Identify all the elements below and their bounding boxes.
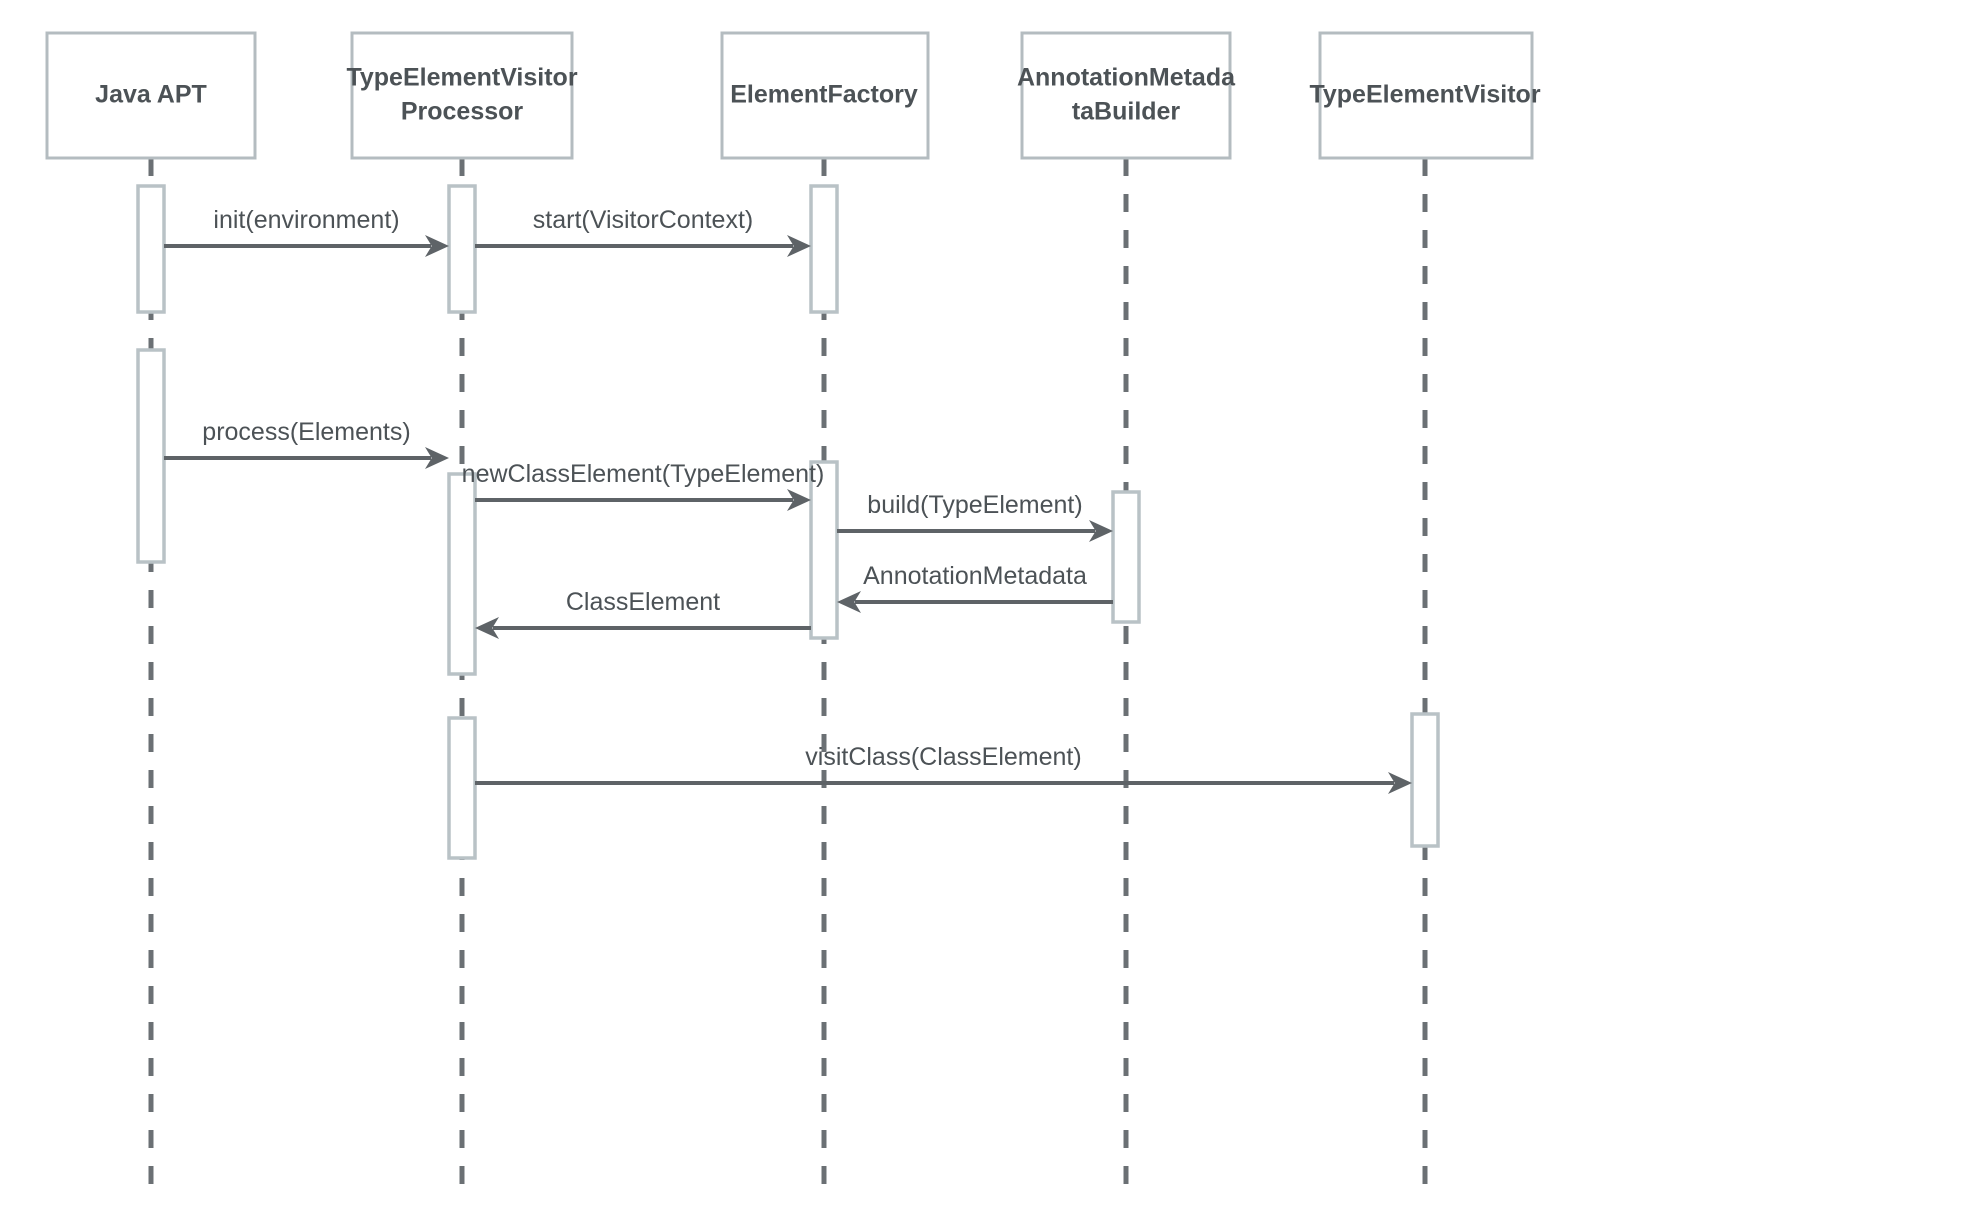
message-arrowhead-new-class-element [787, 489, 811, 511]
participant-box-metadata-builder [1020, 31, 1232, 160]
message-arrowhead-build [1089, 520, 1113, 542]
participant-java-apt[interactable]: Java APT [45, 31, 257, 160]
lifelines-layer [148, 158, 1428, 1200]
message-init: init(environment) [164, 206, 449, 257]
message-arrowhead-visit-class [1388, 772, 1412, 794]
activation-bar-processor-7 [447, 716, 477, 860]
activation-bar-metadata-builder-6 [1111, 490, 1141, 624]
messages-layer: init(environment) start(VisitorContext) pr… [164, 206, 1412, 794]
message-label-process: process(Elements) [202, 418, 410, 446]
activation-bar-type-visitor-8 [1410, 712, 1440, 848]
participant-box-type-visitor [1318, 31, 1534, 160]
message-arrowhead-annotation-metadata [837, 591, 861, 613]
activation-bar-element-factory-5 [809, 460, 839, 640]
participant-box-element-factory [720, 31, 930, 160]
participant-type-visitor[interactable]: TypeElementVisitor [1309, 31, 1541, 160]
message-label-init: init(environment) [213, 206, 399, 234]
activation-bar-processor-4 [447, 472, 477, 676]
message-arrowhead-start [787, 235, 811, 257]
participant-box-java-apt [45, 31, 257, 160]
message-label-start: start(VisitorContext) [533, 206, 753, 234]
message-build: build(TypeElement) [837, 491, 1113, 542]
message-label-build: build(TypeElement) [867, 491, 1082, 519]
message-arrowhead-process [425, 447, 449, 469]
message-class-element: ClassElement [475, 588, 811, 639]
message-label-annotation-metadata: AnnotationMetadata [863, 562, 1087, 590]
activation-bars-layer [136, 184, 1440, 860]
activation-bar-java-apt-0 [136, 184, 166, 314]
activation-bar-element-factory-2 [809, 184, 839, 314]
message-new-class-element: newClassElement(TypeElement) [462, 460, 825, 511]
activation-bar-java-apt-3 [136, 348, 166, 564]
participant-label-type-visitor: TypeElementVisitor [1309, 80, 1540, 108]
participant-label-element-factory: ElementFactory [730, 80, 918, 108]
participant-label-java-apt: Java APT [95, 80, 207, 108]
participant-element-factory[interactable]: ElementFactory [720, 31, 930, 160]
activation-bar-processor-1 [447, 184, 477, 314]
message-arrowhead-init [425, 235, 449, 257]
message-arrowhead-class-element [475, 617, 499, 639]
message-visit-class: visitClass(ClassElement) [475, 743, 1412, 794]
participant-box-processor [350, 31, 574, 160]
message-label-new-class-element: newClassElement(TypeElement) [462, 460, 825, 488]
message-start: start(VisitorContext) [475, 206, 811, 257]
message-label-class-element: ClassElement [566, 588, 720, 616]
message-label-visit-class: visitClass(ClassElement) [805, 743, 1081, 771]
message-process: process(Elements) [164, 418, 449, 469]
message-annotation-metadata: AnnotationMetadata [837, 562, 1113, 613]
